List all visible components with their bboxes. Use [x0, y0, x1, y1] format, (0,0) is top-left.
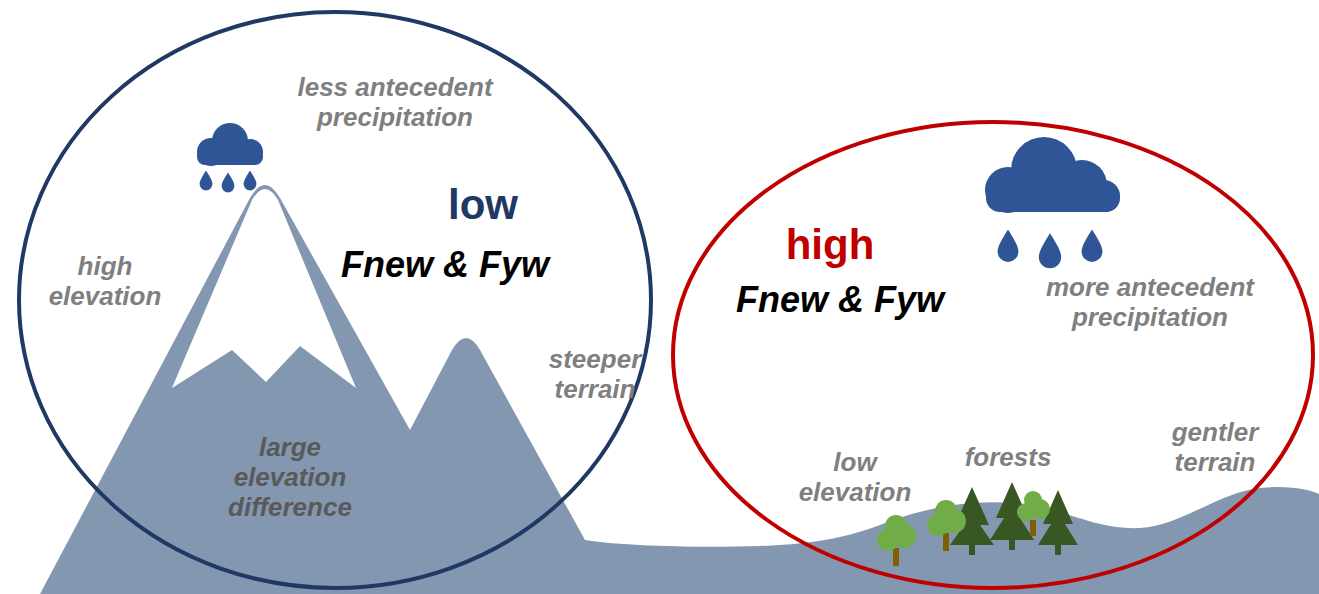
high-fraction-region: highFnew & Fyw more antecedent precipitat…: [671, 120, 1315, 590]
fraction-level: low: [448, 181, 518, 229]
terrain-note: gentler terrain: [1150, 418, 1280, 478]
elevation-note: low elevation: [783, 448, 928, 508]
terrain-note: steeper terrain: [533, 345, 658, 405]
region-outline: [671, 120, 1315, 590]
region-ellipse: [673, 122, 1313, 588]
fraction-symbols: Fnew & Fyw: [341, 244, 549, 285]
precipitation-note: more antecedent precipitation: [1025, 273, 1275, 333]
precipitation-note: less antecedent precipitation: [270, 73, 520, 133]
elevation-note: high elevation: [33, 252, 178, 312]
mountains-and-ground: [40, 185, 1319, 594]
large-rain-cloud: [985, 137, 1120, 268]
relief-note: large elevation difference: [208, 433, 373, 523]
fraction-level: high: [786, 221, 875, 269]
small-rain-cloud: [197, 123, 263, 192]
region-ellipse: [19, 12, 651, 588]
fraction-symbols: Fnew & Fyw: [736, 279, 944, 320]
low-fraction-region: less antecedent precipitation lowFnew & F…: [17, 10, 653, 590]
vegetation-note: forests: [965, 443, 1052, 473]
snow-cap: [172, 189, 356, 388]
